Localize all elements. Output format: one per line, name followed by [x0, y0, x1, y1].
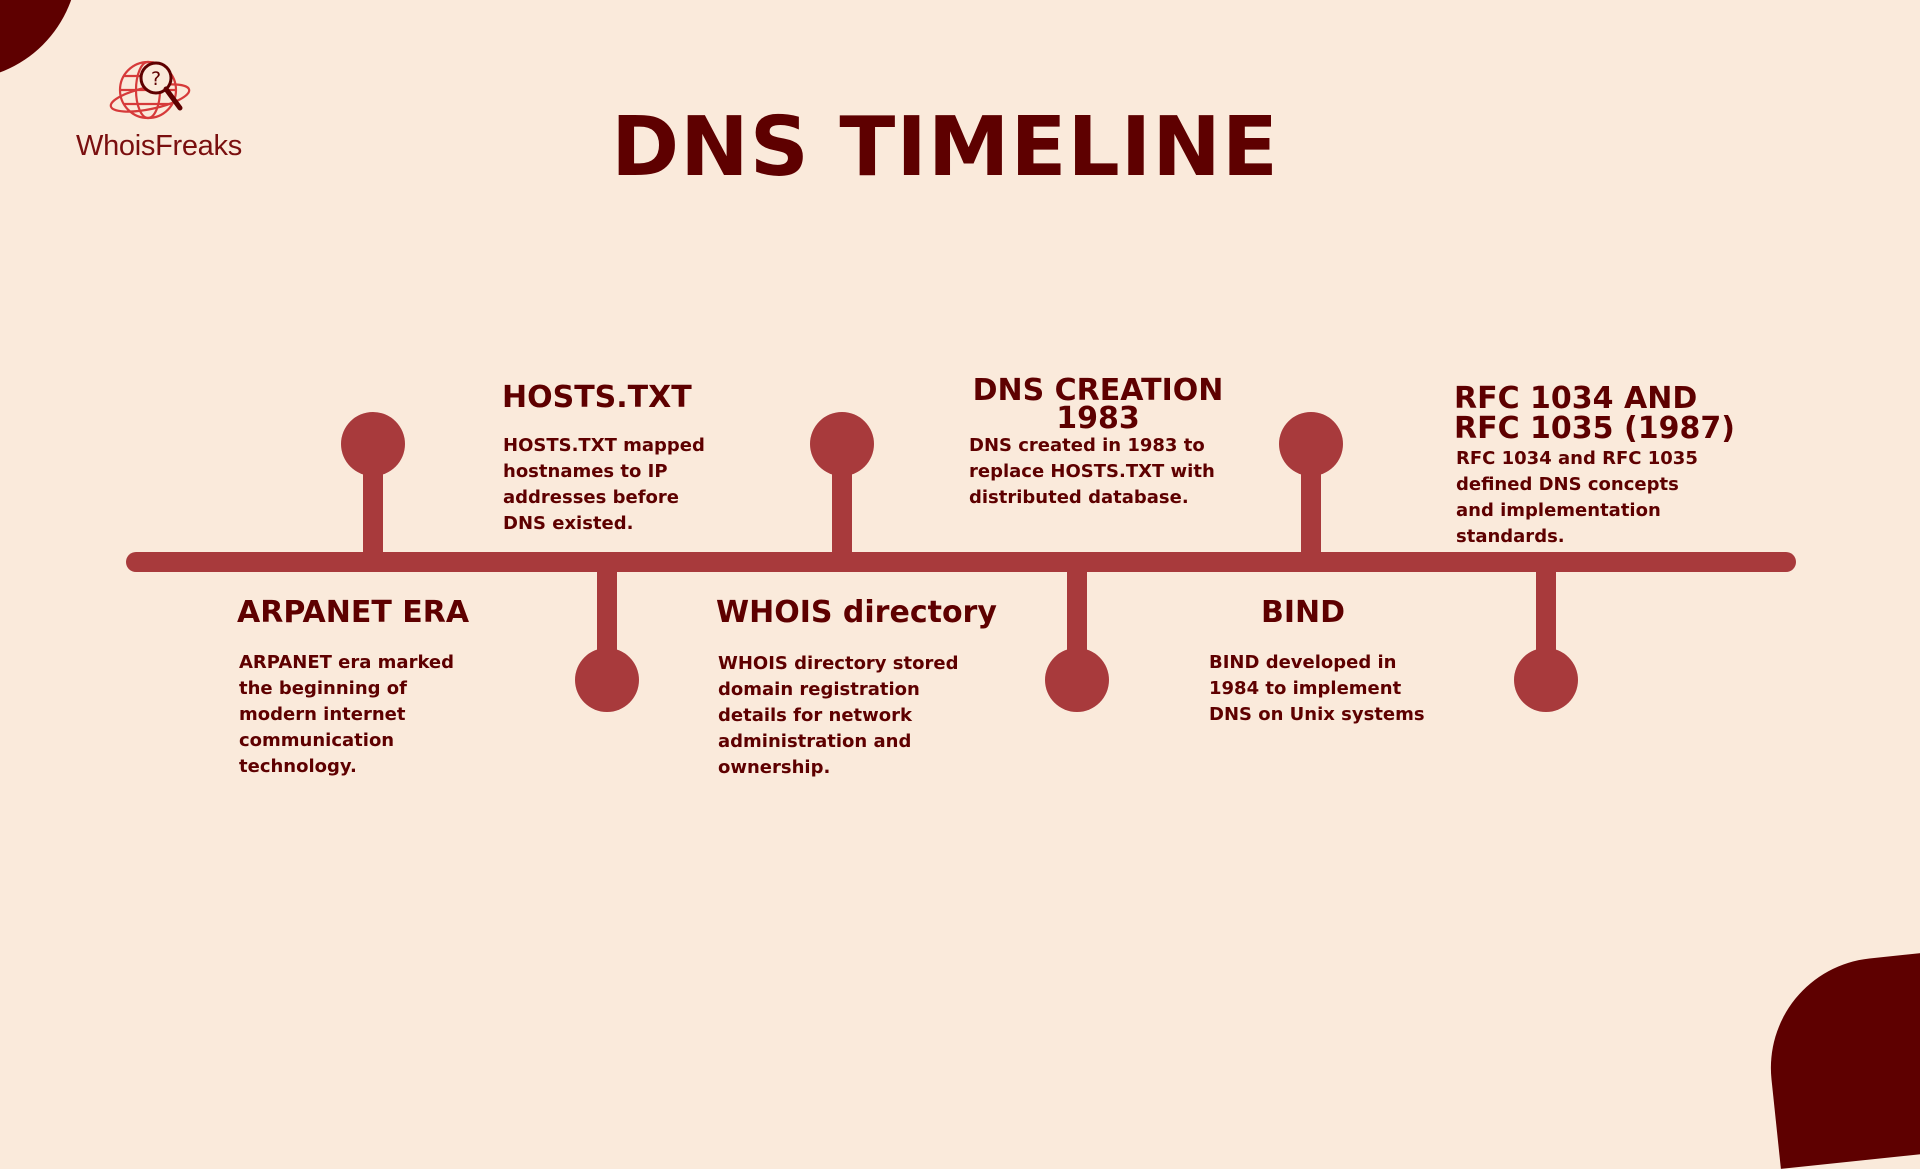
- event-2-marker: [575, 648, 639, 712]
- page-title: DNS TIMELINE: [611, 100, 1279, 195]
- event-title-hosts-txt: HOSTS.TXT: [502, 380, 692, 415]
- event-1-marker: [341, 412, 405, 476]
- event-description-bind: BIND developed in 1984 to implement DNS …: [1209, 652, 1425, 725]
- timeline-diagram: [126, 412, 1796, 712]
- event-title-arpanet-era: ARPANET ERA: [237, 595, 470, 630]
- globe-question-magnifier-icon: ?: [109, 60, 191, 120]
- svg-text:?: ?: [151, 68, 161, 90]
- event-title-dns-creation-1983: DNS CREATION 1983: [972, 373, 1224, 436]
- event-title-rfc-1034-1035: RFC 1034 AND RFC 1035 (1987): [1454, 381, 1735, 446]
- event-description-rfc-1034-1035: RFC 1034 and RFC 1035 defined DNS concep…: [1456, 448, 1698, 547]
- event-title-bind: BIND: [1261, 595, 1346, 630]
- event-description-whois-directory: WHOIS directory stored domain registrati…: [718, 653, 959, 778]
- event-title-whois-directory: WHOIS directory: [716, 595, 997, 630]
- event-3-marker: [810, 412, 874, 476]
- event-description-arpanet-era: ARPANET era marked the beginning of mode…: [239, 652, 455, 777]
- event-4-marker: [1045, 648, 1109, 712]
- event-description-hosts-txt: HOSTS.TXT mapped hostnames to IP address…: [503, 435, 705, 534]
- event-6-marker: [1514, 648, 1578, 712]
- brand-name: WhoisFreaks: [76, 130, 242, 162]
- brand-logo: ? WhoisFreaks: [76, 54, 246, 164]
- event-description-dns-creation-1983: DNS created in 1983 to replace HOSTS.TXT…: [969, 435, 1215, 508]
- event-5-marker: [1279, 412, 1343, 476]
